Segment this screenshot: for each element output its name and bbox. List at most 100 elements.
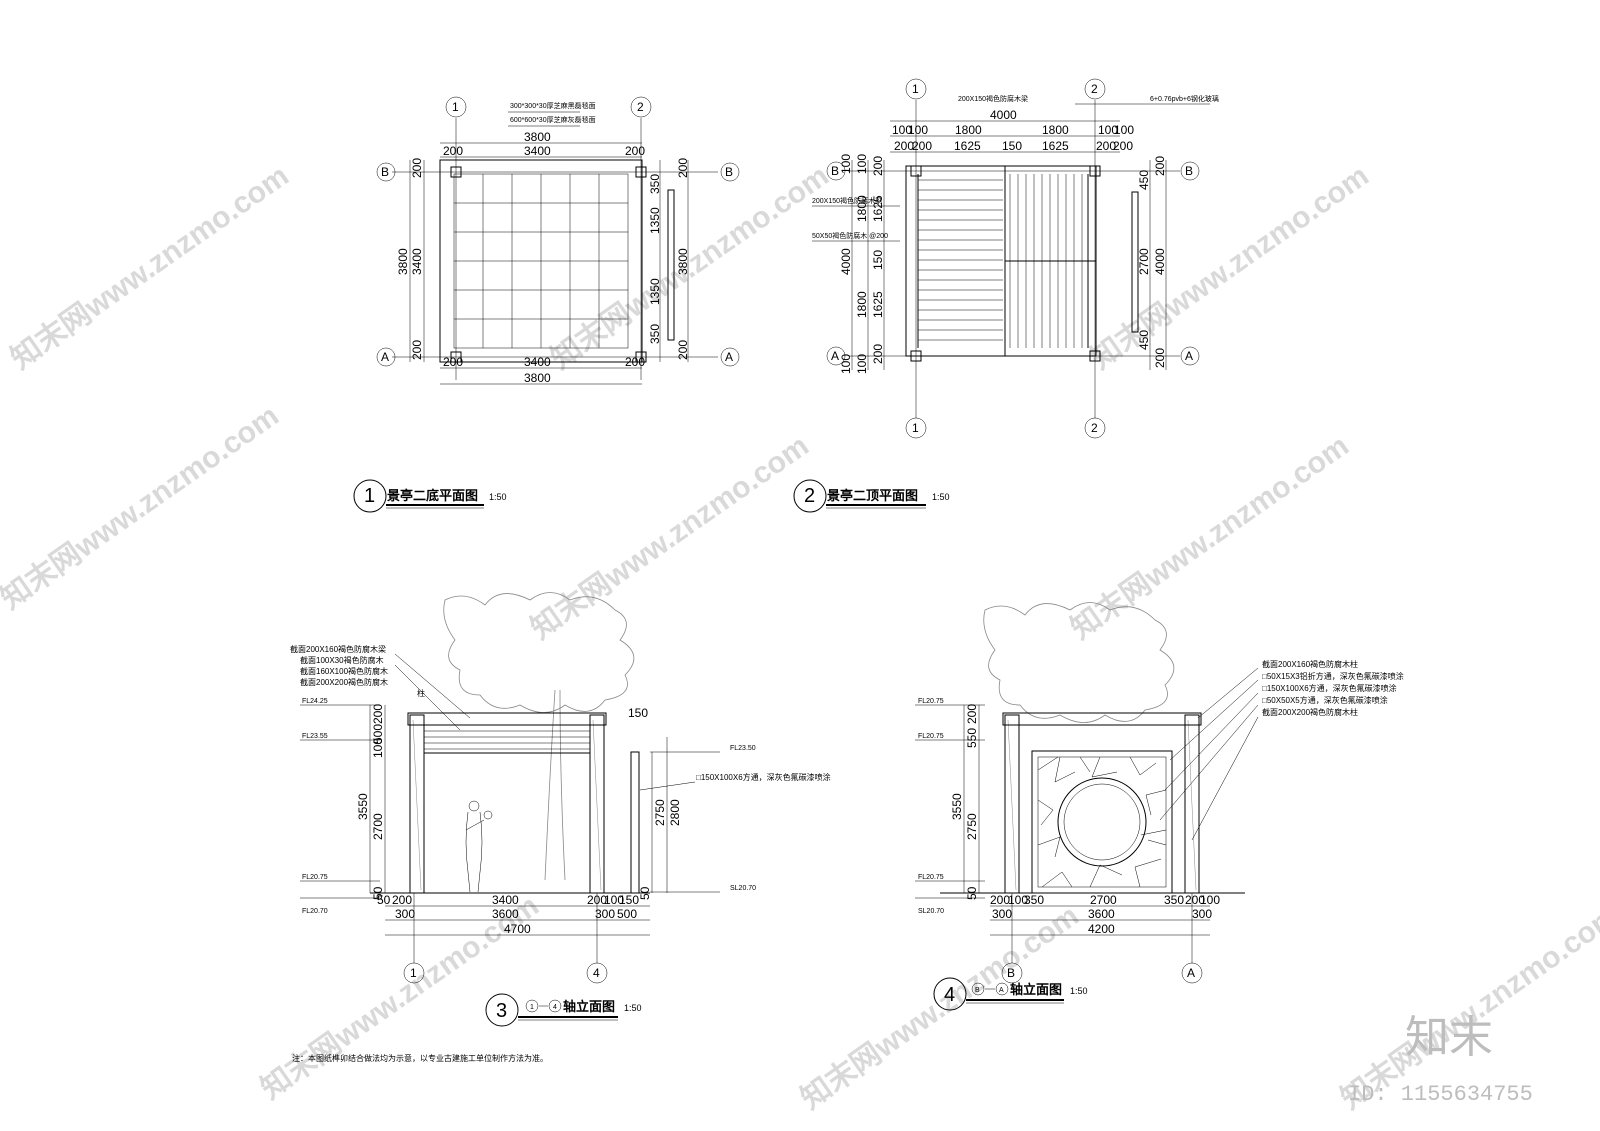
material-note: 600*600*30厚芝麻灰磊毯面 <box>510 115 596 124</box>
axis-label: B <box>1007 966 1015 980</box>
level-mark: SL20.70 <box>730 885 756 892</box>
material-note: 200X150褐色防腐木梁 <box>812 196 882 205</box>
axis-label: A <box>1187 966 1195 980</box>
dimension: 300 <box>1192 907 1212 921</box>
plan-1-floor: 1 2 A B A B 300*300*30厚芝麻黑磊毯面 600*600*30… <box>353 96 740 513</box>
dimension: 4000 <box>1153 248 1167 275</box>
dimension: 100 <box>839 354 853 374</box>
dimension: 200 <box>894 139 914 153</box>
dimension: 200 <box>1185 893 1205 907</box>
dimension: 200 <box>1113 139 1133 153</box>
level-mark: FL23.50 <box>730 745 756 752</box>
dimension: 350 <box>1164 893 1184 907</box>
dimension: 1800 <box>955 123 982 137</box>
material-note: 50X50褐色防腐木 @200 <box>812 231 888 240</box>
axis-label: A <box>381 350 389 364</box>
material-note: 截面200X200褐色防腐木 <box>300 677 388 687</box>
axis-label: 1 <box>912 82 919 96</box>
plan-2-roof: 1 2 1 2 A B A B 200X150褐色防腐木梁 6+0.76pvb+… <box>793 78 1219 513</box>
drawing-title: 轴立面图 <box>1010 982 1062 997</box>
dimension: 1800 <box>855 195 869 222</box>
axis-lines <box>392 118 718 380</box>
dimension: 50 <box>377 893 391 907</box>
paving-grid <box>454 174 628 348</box>
material-note: 截面200X160褐色防腐木梁 <box>290 644 386 654</box>
watermark-text: 知末网www.znzmo.com <box>795 899 1085 1116</box>
dimension: 150 <box>628 706 648 720</box>
axis-label: B <box>725 165 733 179</box>
axis-label: 2 <box>637 100 644 114</box>
dimension: 3800 <box>524 371 551 385</box>
ice-crack-pattern <box>1037 756 1167 888</box>
timber-beam <box>407 712 607 726</box>
dimension: 200 <box>990 893 1010 907</box>
axis-label: A <box>725 350 733 364</box>
dimension: 4000 <box>990 108 1017 122</box>
level-mark: FL20.75 <box>918 733 944 740</box>
axis-label: 2 <box>1091 421 1098 435</box>
dimension: 1800 <box>855 291 869 318</box>
level-mark: FL20.70 <box>302 908 328 915</box>
dimension: 3550 <box>356 793 370 820</box>
material-note: 截面200X160褐色防腐木柱 <box>1262 659 1358 669</box>
elevation-3: FL24.25 FL23.55 FL20.75 FL20.70 FL23.50 … <box>290 592 831 1063</box>
drawing-number: 4 <box>944 984 955 1006</box>
watermark-text: 知末网www.znzmo.com <box>0 399 285 616</box>
watermark-text: 知末网www.znzmo.com <box>525 429 815 646</box>
dimension: 3600 <box>492 907 519 921</box>
drawing-title: 景亭二顶平面图 <box>827 488 918 503</box>
watermark-id: ID: 1155634755 <box>1348 1082 1533 1107</box>
timber-post <box>409 714 425 894</box>
material-note: □150X100X6方通，深灰色氟碳漆喷涂 <box>696 772 831 782</box>
dimension: 3600 <box>1088 907 1115 921</box>
timber-beam <box>1002 712 1202 726</box>
level-mark: FL23.55 <box>302 733 328 740</box>
dimension: 2700 <box>371 813 385 840</box>
watermark-layer: 知末网www.znzmo.com 知末网www.znzmo.com 知末网www… <box>0 159 1600 1116</box>
drawing-title: 轴立面图 <box>563 999 615 1014</box>
roof-slats-left <box>918 179 1003 341</box>
axis-label: 4 <box>553 1004 557 1011</box>
watermark-text: 知末网www.znzmo.com <box>1065 429 1355 646</box>
dimension: 300 <box>395 907 415 921</box>
footnote: 注：本图纸榫卯结合做法均为示意，以专业古建施工单位制作方法为准。 <box>292 1053 548 1063</box>
dimension: 550 <box>965 728 979 748</box>
dimension: 150 <box>1002 139 1022 153</box>
dimension: 200 <box>871 156 885 176</box>
dimension: 150 <box>619 893 639 907</box>
material-note: 300*300*30厚芝麻黑磊毯面 <box>510 101 596 110</box>
dimension: 200 <box>371 704 385 724</box>
dimension: 1350 <box>648 207 662 234</box>
material-note: □150X100X6方通，深灰色氟碳漆喷涂 <box>1262 683 1397 693</box>
floor-slab-outline <box>439 159 643 363</box>
dimension: 100 <box>839 154 853 174</box>
watermark-text: 知末网www.znzmo.com <box>5 159 295 376</box>
dimension: 200 <box>1153 156 1167 176</box>
drawing-scale: 1:50 <box>624 1003 642 1013</box>
dimension: 1625 <box>1042 139 1069 153</box>
dimension: 150 <box>871 250 885 270</box>
watermark-brand: 知末 <box>1405 1013 1493 1062</box>
dimension: 2750 <box>653 799 667 826</box>
dimension: 200 <box>1096 139 1116 153</box>
moon-gate <box>1057 777 1147 867</box>
drawing-title: 景亭二底平面图 <box>387 488 478 503</box>
dimension: 450 <box>1137 330 1151 350</box>
steel-post <box>630 751 640 894</box>
dimension: 3800 <box>676 248 690 275</box>
material-note: 200X150褐色防腐木梁 <box>958 94 1028 103</box>
dimension: 2700 <box>1137 248 1151 275</box>
dimension: 500 <box>617 907 637 921</box>
dimension: 200 <box>392 893 412 907</box>
dimension: 1350 <box>648 278 662 305</box>
dimension: 50 <box>638 886 652 900</box>
watermark-text: 知末网www.znzmo.com <box>1085 159 1375 376</box>
dimension: 3400 <box>492 893 519 907</box>
material-note: 截面160X100褐色防腐木 <box>300 666 388 676</box>
axis-label: A <box>831 349 839 363</box>
dimension: 4200 <box>1088 922 1115 936</box>
dimension: 200 <box>676 158 690 178</box>
dimension: 200 <box>443 144 463 158</box>
material-note: 截面100X30褐色防腐木 <box>300 655 384 665</box>
dimension: 200 <box>443 355 463 369</box>
